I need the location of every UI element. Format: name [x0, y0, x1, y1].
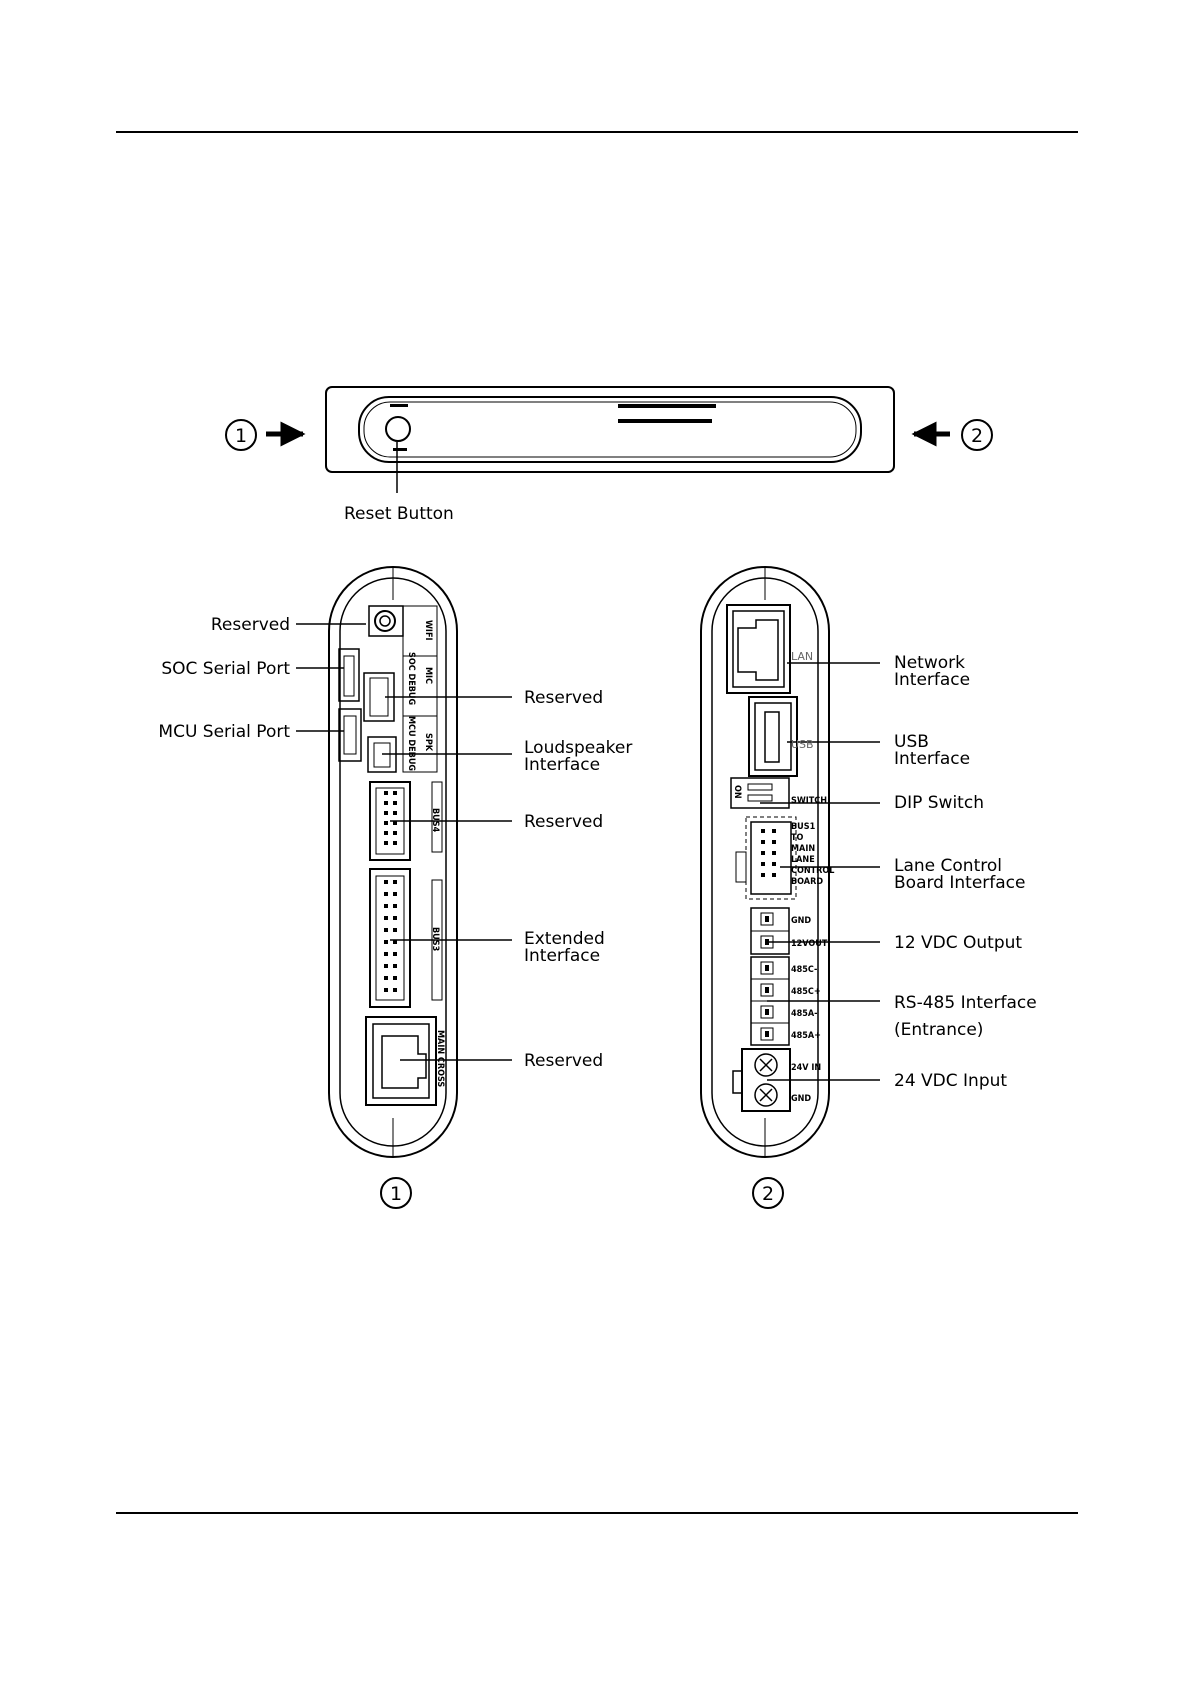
silk-board: BOARD	[791, 877, 823, 887]
loudspeaker-label-2: Interface	[524, 755, 600, 775]
top-panel	[358, 396, 862, 463]
side1-reserved-1: Reserved	[524, 688, 603, 708]
silk-bus4: BUS4	[430, 808, 440, 833]
usb-label-1: USB	[894, 732, 929, 752]
side1-pin-dots	[384, 791, 397, 992]
12vdc-output-label: 12 VDC Output	[894, 933, 1022, 953]
header-rule	[116, 131, 1078, 133]
silk-485a-minus: 485A-	[791, 1009, 818, 1019]
soc-serial-port-label: SOC Serial Port	[161, 659, 290, 679]
24vdc-input-label: 24 VDC Input	[894, 1071, 1007, 1091]
top-callout-2: 2	[971, 425, 983, 447]
silk-485c-plus: 485C+	[791, 987, 821, 997]
silk-12vout: 12VOUT	[791, 939, 828, 949]
silk-485a-plus: 485A+	[791, 1031, 821, 1041]
silk-24v-in: 24V IN	[791, 1063, 821, 1073]
silk-lan: LAN	[791, 650, 813, 663]
silk-on: ON	[732, 785, 742, 799]
callout-1-icon	[225, 419, 257, 451]
top-housing	[325, 386, 895, 473]
extended-label-1: Extended	[524, 929, 605, 949]
callout-2-icon	[961, 419, 993, 451]
silk-gnd-2: GND	[791, 1094, 811, 1104]
side2-pin-dots	[761, 829, 776, 1037]
usb-label-2: Interface	[894, 749, 970, 769]
silk-bus3: BUS3	[430, 927, 440, 951]
silk-bus1: BUS1	[791, 822, 816, 832]
footer-rule	[116, 1512, 1078, 1514]
side1-callout: 1	[390, 1183, 402, 1205]
loudspeaker-label-1: Loudspeaker	[524, 738, 632, 758]
silk-mcu-debug: MCU DEBUG	[406, 716, 416, 771]
side1-view	[296, 566, 512, 1209]
side2-callout-icon	[752, 1177, 784, 1209]
network-label-2: Interface	[894, 670, 970, 690]
silk-gnd-1: GND	[791, 916, 811, 926]
silk-to: TO	[791, 833, 804, 843]
lane-control-label-1: Lane Control	[894, 856, 1002, 876]
side1-reserved-2: Reserved	[524, 812, 603, 832]
side1-reserved-left: Reserved	[211, 615, 290, 635]
extended-label-2: Interface	[524, 946, 600, 966]
silk-wifi: WIFI	[423, 620, 433, 641]
silk-control: CONTROL	[791, 866, 834, 876]
reset-button-icon[interactable]	[385, 416, 411, 442]
lane-control-label-2: Board Interface	[894, 873, 1025, 893]
silk-main-cross: MAIN CROSS	[435, 1030, 445, 1087]
rs485-label-1: RS-485 Interface	[894, 993, 1037, 1013]
top-view	[225, 386, 993, 493]
reset-button-label: Reset Button	[344, 504, 454, 524]
silk-soc-debug: SOC DEBUG	[406, 652, 416, 705]
side1-callout-icon	[380, 1177, 412, 1209]
silk-main: MAIN	[791, 844, 815, 854]
network-label-1: Network	[894, 653, 965, 673]
dip-switch-label: DIP Switch	[894, 793, 984, 813]
silk-lane: LANE	[791, 855, 815, 865]
top-callout-1: 1	[235, 425, 247, 447]
side2-callout: 2	[762, 1183, 774, 1205]
mcu-serial-port-label: MCU Serial Port	[158, 722, 290, 742]
silk-spk: SPK	[423, 733, 433, 752]
silk-usb: USB	[791, 738, 814, 751]
silk-switch: SWITCH	[791, 796, 827, 806]
side1-reserved-3: Reserved	[524, 1051, 603, 1071]
side2-view	[700, 566, 880, 1209]
silk-485c-minus: 485C-	[791, 965, 817, 975]
silk-mic: MIC	[423, 667, 433, 684]
rs485-label-2: (Entrance)	[894, 1020, 983, 1040]
